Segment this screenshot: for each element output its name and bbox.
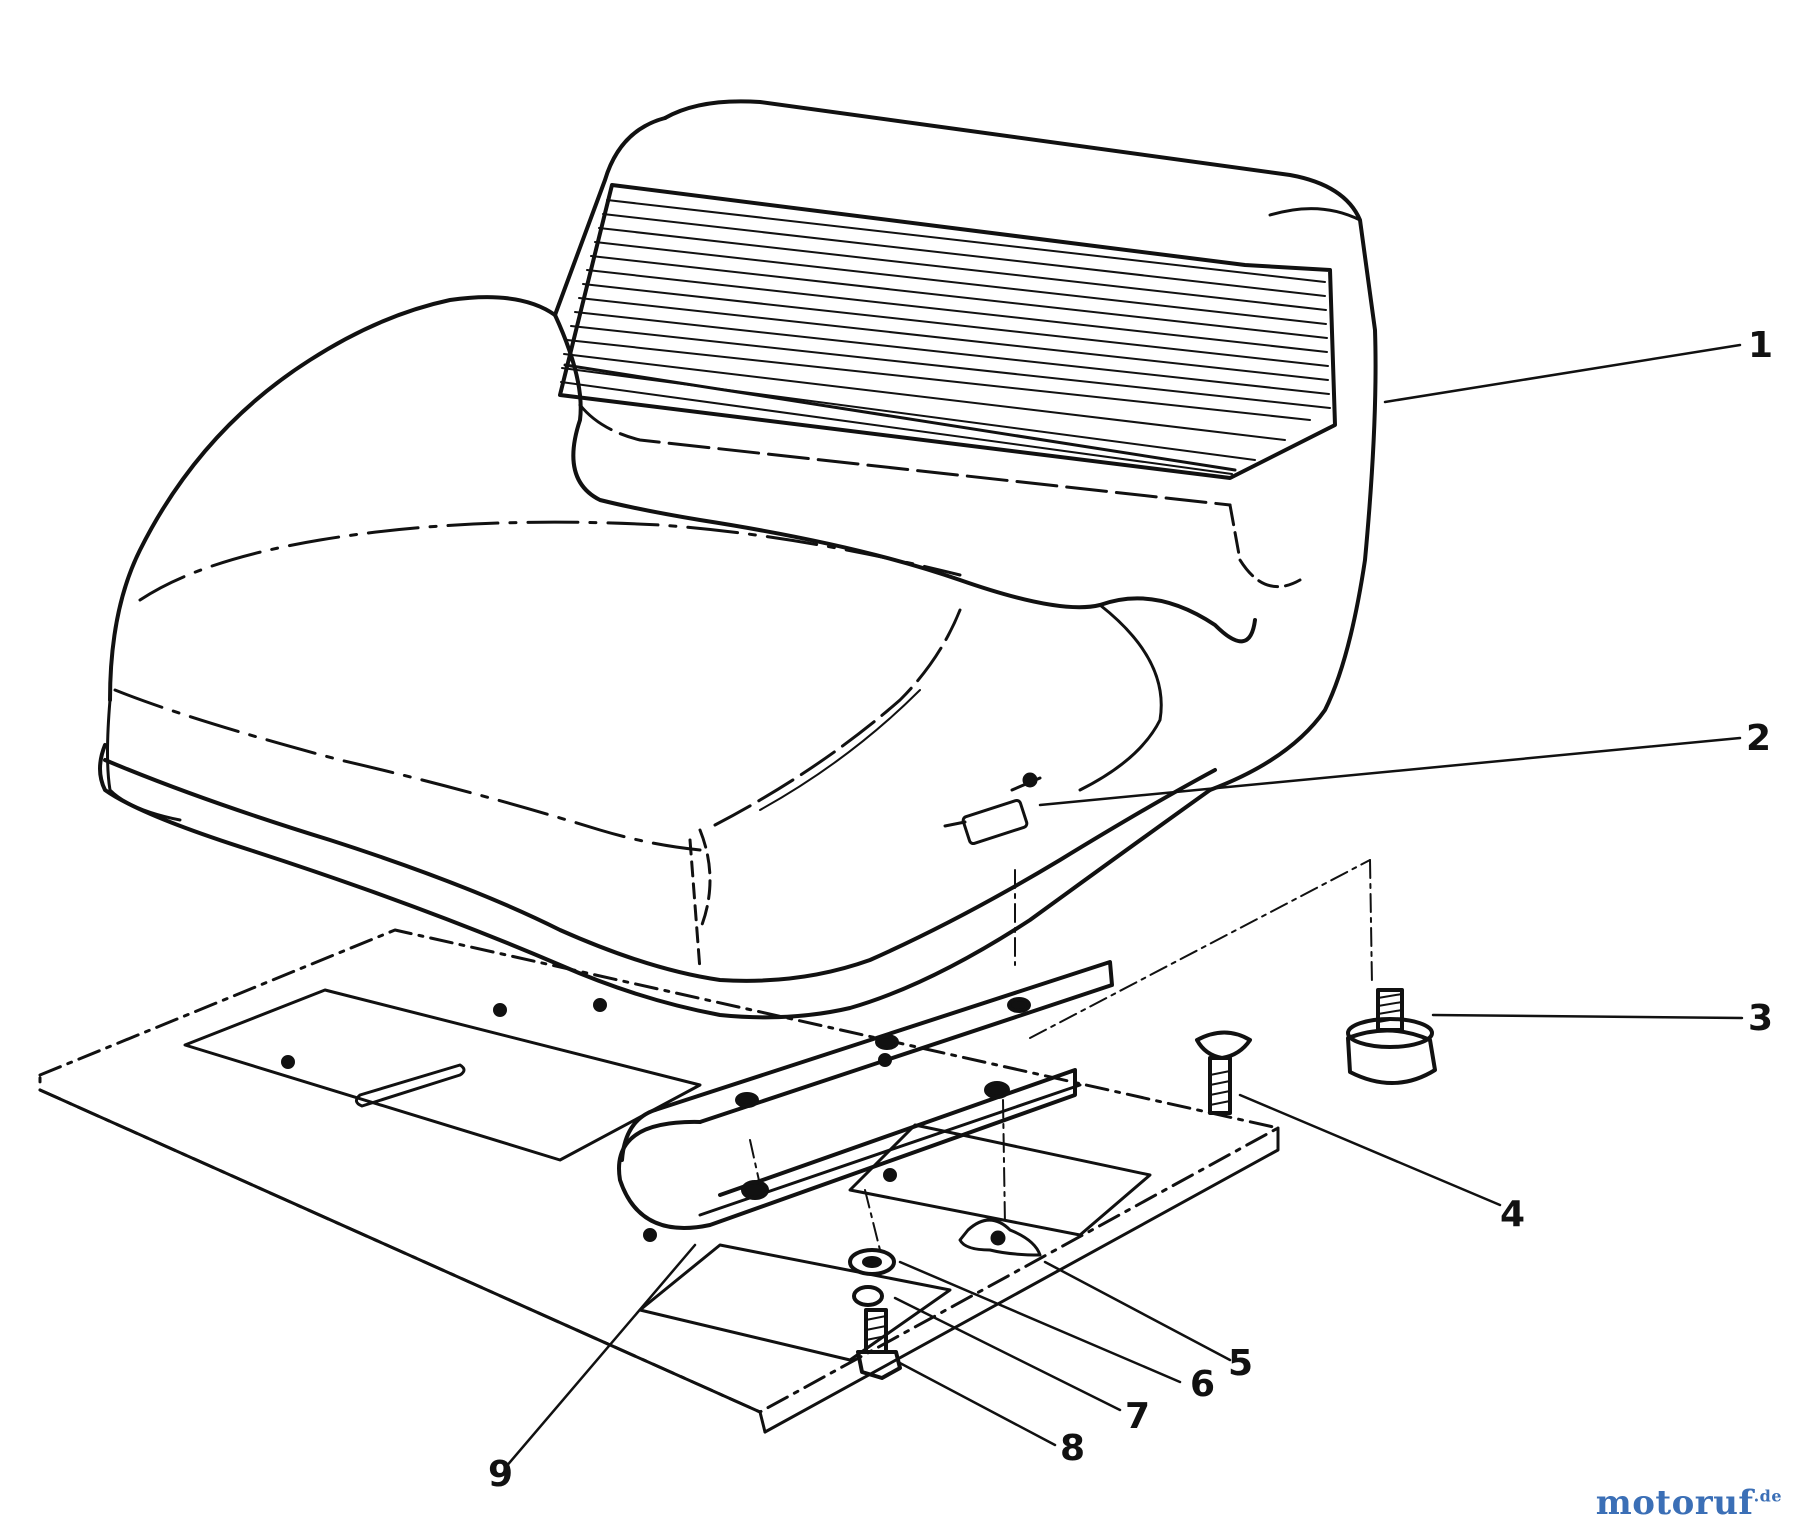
watermark-logo: motoruf.de bbox=[1596, 1483, 1782, 1523]
leader-lines bbox=[503, 343, 1744, 1470]
seat-switch bbox=[943, 772, 1042, 846]
callout-7: 7 bbox=[1125, 1396, 1150, 1437]
lock-washer bbox=[852, 1285, 884, 1307]
carriage-bolt bbox=[1195, 1030, 1252, 1115]
assembly-centerlines bbox=[749, 859, 1373, 1251]
callout-6: 6 bbox=[1190, 1364, 1215, 1405]
hex-bolt bbox=[856, 1308, 902, 1380]
seat-back bbox=[553, 99, 1378, 792]
callout-3: 3 bbox=[1748, 998, 1773, 1039]
flat-washer bbox=[848, 1248, 896, 1276]
callout-labels: 1 2 3 4 5 6 7 8 9 bbox=[488, 325, 1773, 1495]
callout-5: 5 bbox=[1228, 1343, 1253, 1384]
watermark-brand: motoruf bbox=[1595, 1483, 1754, 1523]
callout-9: 9 bbox=[488, 1454, 513, 1495]
callout-2: 2 bbox=[1746, 718, 1771, 759]
callout-4: 4 bbox=[1500, 1194, 1525, 1235]
callout-8: 8 bbox=[1060, 1428, 1085, 1469]
watermark-suffix: .de bbox=[1753, 1486, 1782, 1506]
seat-cushion bbox=[98, 295, 1257, 1020]
callout-1: 1 bbox=[1748, 325, 1773, 366]
rubber-bumper bbox=[1346, 988, 1437, 1085]
wing-nut bbox=[958, 1218, 1042, 1257]
seat-bracket bbox=[617, 960, 1114, 1230]
